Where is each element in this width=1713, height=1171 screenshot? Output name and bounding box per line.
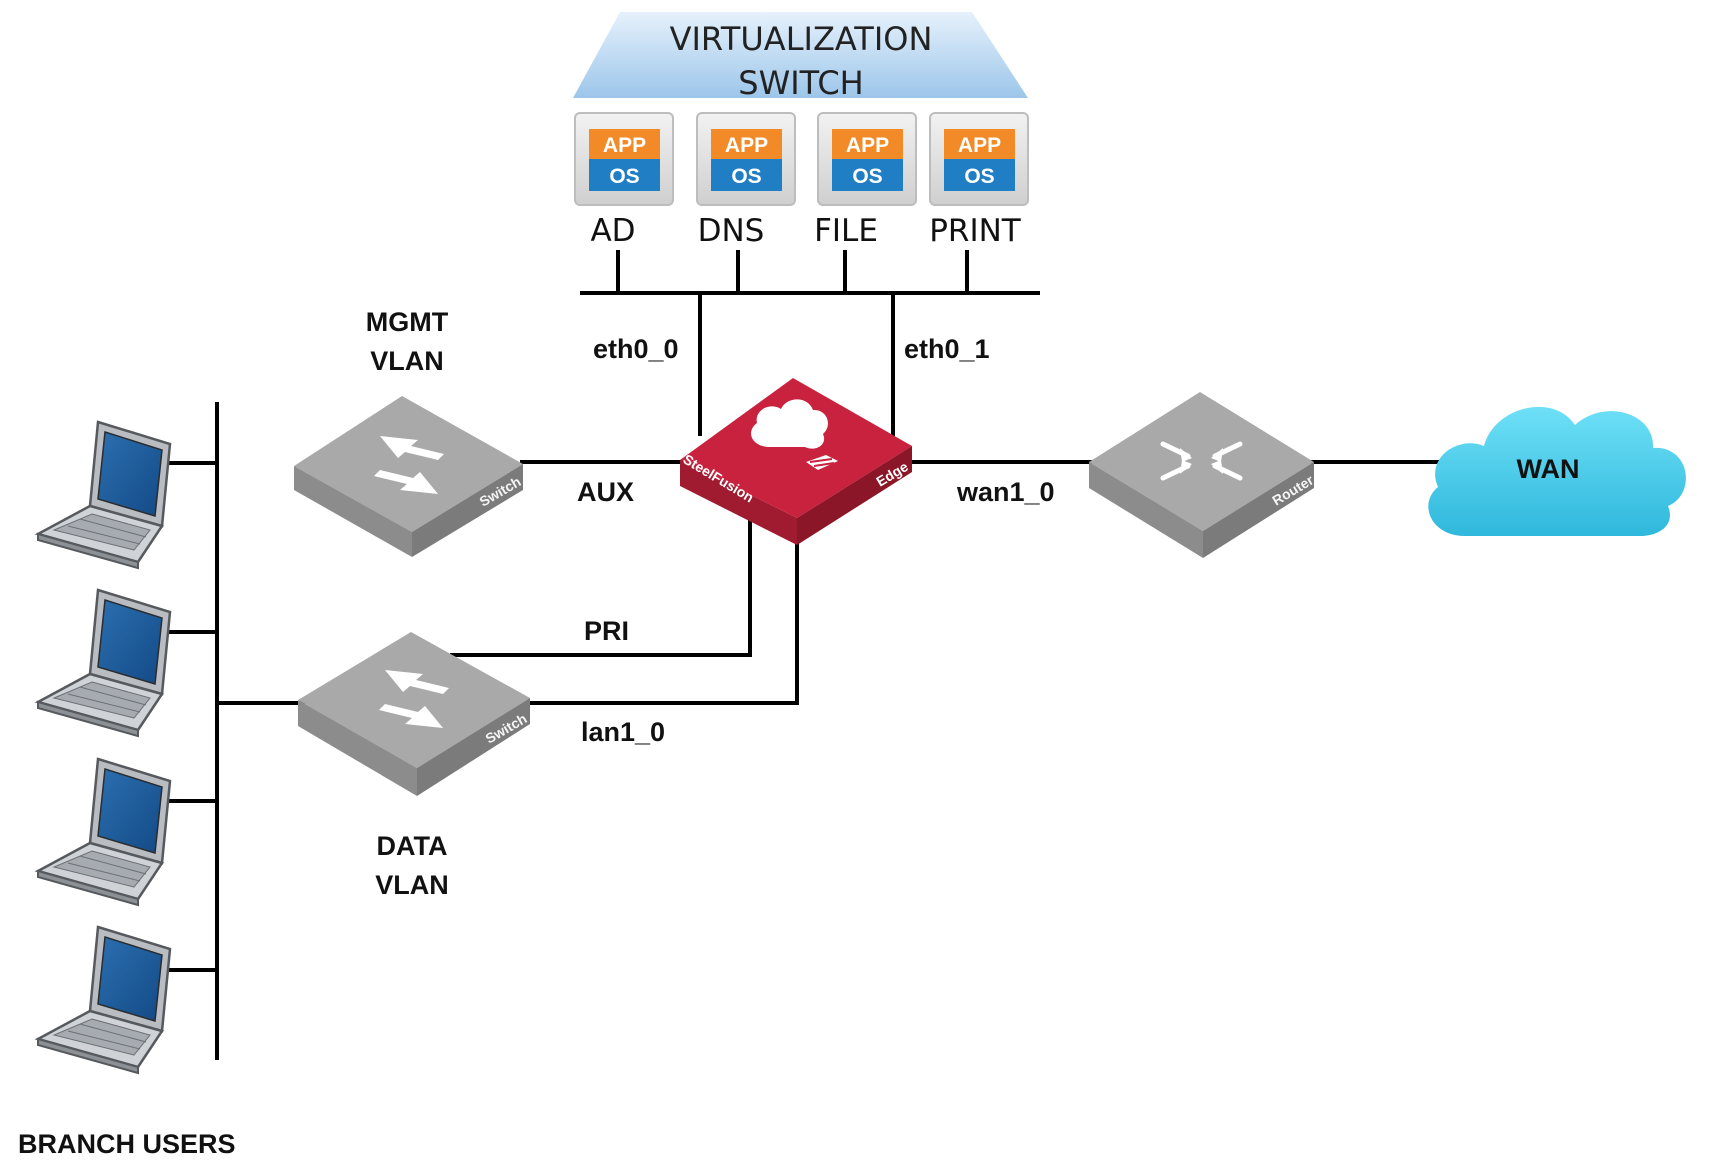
router-right-face	[1203, 462, 1314, 558]
switch-left-face	[294, 466, 412, 557]
os-label: OS	[852, 165, 882, 188]
vm-print-label: PRINT	[929, 213, 1022, 249]
edge-top	[680, 378, 912, 518]
switch-top	[294, 396, 523, 532]
router[interactable]: Router	[1089, 392, 1317, 558]
switch-top	[298, 632, 530, 768]
os-layer	[589, 159, 660, 191]
virtualization-switch-header	[573, 12, 1028, 98]
data-vlan-label-line1: DATA	[377, 831, 448, 861]
router-arrows-icon	[1160, 441, 1243, 481]
mgmt-vlan-label-line2: VLAN	[370, 346, 444, 376]
lan1-0-link	[525, 540, 799, 705]
router-left-face	[1089, 462, 1203, 558]
app-layer	[589, 129, 660, 159]
switch-right-face	[412, 464, 523, 557]
laptop-icon[interactable]	[36, 588, 172, 738]
app-label: APP	[958, 134, 1001, 157]
mgmt-vlan-label-line1: MGMT	[366, 307, 449, 337]
app-label: APP	[603, 134, 646, 157]
vm-ad[interactable]: APP OS	[574, 112, 674, 206]
vm-print[interactable]: APP OS	[929, 112, 1029, 206]
os-label: OS	[964, 165, 994, 188]
wan-cloud[interactable]: WAN	[1428, 406, 1686, 536]
eth0-1-label: eth0_1	[904, 334, 990, 364]
app-layer	[832, 129, 903, 159]
switch-arrows-icon	[379, 670, 449, 728]
laptop-icon[interactable]	[36, 925, 172, 1075]
os-label: OS	[731, 165, 761, 188]
os-layer	[944, 159, 1015, 191]
lan1-0-label: lan1_0	[581, 717, 665, 747]
app-layer	[944, 129, 1015, 159]
data-switch[interactable]: Switch	[298, 632, 530, 796]
virtualization-title-line2: SWITCH	[738, 64, 863, 102]
laptop-icon[interactable]	[36, 757, 172, 907]
switch-arrows-icon	[374, 436, 444, 494]
os-label: OS	[609, 165, 639, 188]
steelfusion-cloud-icon	[751, 399, 838, 470]
edge-left-face	[680, 460, 797, 545]
wan1-0-label: wan1_0	[956, 477, 1055, 507]
mgmt-switch[interactable]: Switch	[294, 396, 524, 557]
edge-right-face	[797, 446, 912, 545]
pri-label: PRI	[584, 616, 629, 646]
aux-label: AUX	[577, 477, 634, 507]
wan-cloud-shape	[1428, 406, 1686, 536]
virtualization-switch: VIRTUALIZATION SWITCH APP OS APP OS APP …	[573, 12, 1029, 249]
os-layer	[832, 159, 903, 191]
vm-file[interactable]: APP OS	[817, 112, 917, 206]
laptop-icon[interactable]	[36, 420, 172, 570]
vm-dns-label: DNS	[698, 213, 765, 249]
pri-link	[450, 515, 752, 657]
connection-lines	[168, 250, 1440, 1060]
steelfusion-edge-device[interactable]: SteelFusion Edge	[680, 378, 912, 545]
app-layer	[711, 129, 782, 159]
switch-right-face	[417, 698, 530, 796]
vm-dns[interactable]: APP OS	[696, 112, 796, 206]
app-label: APP	[846, 134, 889, 157]
app-label: APP	[725, 134, 768, 157]
data-vlan-label-line2: VLAN	[375, 870, 449, 900]
branch-users-label: BRANCH USERS	[18, 1129, 236, 1159]
switch-left-face	[298, 700, 417, 796]
branch-laptops	[36, 420, 172, 1075]
os-layer	[711, 159, 782, 191]
router-top	[1089, 392, 1314, 531]
eth0-0-label: eth0_0	[593, 334, 679, 364]
wan-label: WAN	[1517, 454, 1580, 484]
vm-ad-label: AD	[590, 213, 635, 249]
vm-file-label: FILE	[814, 213, 878, 249]
virtualization-title-line1: VIRTUALIZATION	[670, 20, 933, 58]
